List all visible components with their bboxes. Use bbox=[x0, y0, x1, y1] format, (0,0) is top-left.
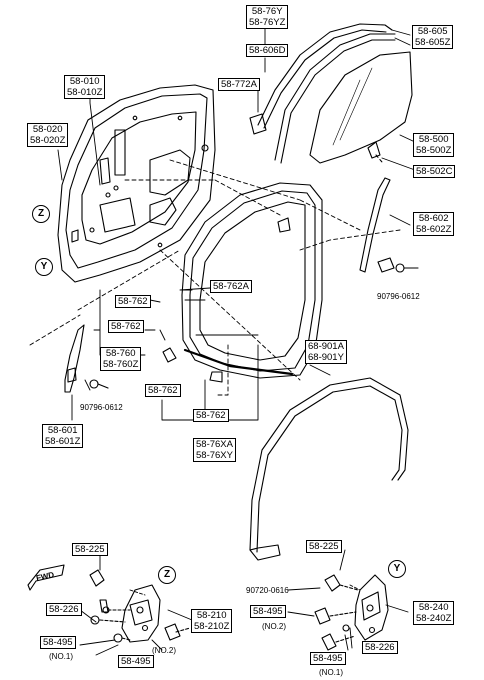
callout-58-495-left-no1: 58-495 bbox=[40, 636, 76, 649]
callout-line-1: 58-76XA bbox=[196, 439, 233, 450]
callout-line-1: 58-605 bbox=[417, 26, 448, 37]
callout-58-762A: 58-762A bbox=[210, 280, 252, 293]
belt-moulding-drawing bbox=[359, 177, 419, 273]
leader-lines bbox=[29, 27, 416, 656]
callout-line-2: 58-601Z bbox=[45, 436, 81, 447]
callout-line-2: 58-760Z bbox=[103, 359, 139, 370]
callout-line-1: 58-240 bbox=[418, 602, 449, 613]
callout-line-1: 58-602 bbox=[418, 213, 449, 224]
callout-58-762-b: 58-762 bbox=[108, 320, 144, 333]
callout-line-1: 58-601 bbox=[47, 425, 78, 436]
reference-marker-z-top: Z bbox=[32, 205, 50, 223]
callout-line: 58-495 bbox=[313, 653, 343, 664]
callout-58-606D: 58-606D bbox=[246, 44, 289, 57]
reference-marker-y-top: Y bbox=[35, 258, 53, 276]
callout-line-1: 68-901A bbox=[308, 341, 344, 352]
callout-line: 58-226 bbox=[365, 642, 395, 653]
note-no1-left: (NO.1) bbox=[49, 652, 73, 661]
callout-58-495-right-no2: 58-495 bbox=[250, 605, 286, 618]
callout-line-2: 58-010Z bbox=[67, 87, 103, 98]
callout-58-226-right: 58-226 bbox=[362, 641, 398, 654]
right-hinge-drawing bbox=[314, 574, 389, 651]
callout-line: 58-762 bbox=[111, 321, 141, 332]
glass-run-channel-drawing bbox=[249, 23, 396, 164]
callout-line-1: 58-010 bbox=[69, 76, 100, 87]
callout-58-762-d: 58-762 bbox=[193, 409, 229, 422]
callout-58-762-a: 58-762 bbox=[115, 295, 151, 308]
callout-line-1: 58-210 bbox=[196, 610, 227, 621]
long-weatherstrip-drawing bbox=[249, 377, 409, 561]
callout-58-495-right-no1: 58-495 bbox=[310, 652, 346, 665]
callout-line: 58-495 bbox=[253, 606, 283, 617]
callout-58-495-left-no2: 58-495 bbox=[118, 655, 154, 668]
callout-line: 58-225 bbox=[309, 541, 339, 552]
callout-58-502C: 58-502C bbox=[413, 165, 456, 178]
callout-line-2: 58-76YZ bbox=[249, 17, 286, 28]
weatherstrip-drawing bbox=[162, 182, 323, 383]
note-no2-left: (NO.2) bbox=[152, 646, 176, 655]
callout-line: 58-226 bbox=[49, 604, 79, 615]
callout-line: 58-762 bbox=[148, 385, 178, 396]
bolt-label-left: 90796-0612 bbox=[80, 403, 123, 412]
door-inner-panel-drawing bbox=[57, 84, 216, 283]
callout-line: 58-762A bbox=[213, 281, 249, 292]
callout-line-2: 58-76XY bbox=[196, 450, 233, 461]
callout-line-1: 58-500 bbox=[418, 134, 449, 145]
callout-line: 58-225 bbox=[75, 544, 105, 555]
fwd-arrow-drawing bbox=[27, 564, 65, 591]
callout-line: 58-502C bbox=[416, 166, 453, 177]
callout-line-2: 68-901Y bbox=[308, 352, 344, 363]
callout-line: 58-495 bbox=[43, 637, 73, 648]
callout-line-2: 58-240Z bbox=[416, 613, 452, 624]
window-glass-drawing bbox=[309, 51, 413, 164]
callout-58-762-c: 58-762 bbox=[145, 384, 181, 397]
callout-58-225-right: 58-225 bbox=[306, 540, 342, 553]
callout-line-1: 58-76Y bbox=[251, 6, 283, 17]
callout-line-2: 58-602Z bbox=[416, 224, 452, 235]
reference-marker-y-bottom: Y bbox=[388, 560, 406, 578]
callout-line-2: 58-210Z bbox=[194, 621, 230, 632]
callout-line: 58-495 bbox=[121, 656, 151, 667]
note-no1-right: (NO.1) bbox=[319, 668, 343, 677]
callout-line-2: 58-605Z bbox=[415, 37, 451, 48]
callout-line-1: 58-760 bbox=[105, 348, 136, 359]
note-no2-right: (NO.2) bbox=[262, 622, 286, 631]
callout-line: 58-762 bbox=[118, 296, 148, 307]
reference-marker-z-bottom: Z bbox=[158, 566, 176, 584]
callout-line-2: 58-500Z bbox=[416, 145, 452, 156]
callout-line: 58-762 bbox=[196, 410, 226, 421]
left-hinge-drawing bbox=[89, 569, 191, 643]
lower-seal-drawing bbox=[64, 324, 109, 393]
callout-58-226-left: 58-226 bbox=[46, 603, 82, 616]
callout-58-225-left: 58-225 bbox=[72, 543, 108, 556]
callout-line-2: 58-020Z bbox=[30, 135, 66, 146]
callout-58-772A: 58-772A bbox=[218, 78, 260, 91]
callout-line: 58-772A bbox=[221, 79, 257, 90]
bolt-label-hinge: 90720-0616 bbox=[246, 586, 289, 595]
callout-line-1: 58-020 bbox=[32, 124, 63, 135]
bolt-label-right: 90796-0612 bbox=[377, 292, 420, 301]
callout-line: 58-606D bbox=[249, 45, 286, 56]
